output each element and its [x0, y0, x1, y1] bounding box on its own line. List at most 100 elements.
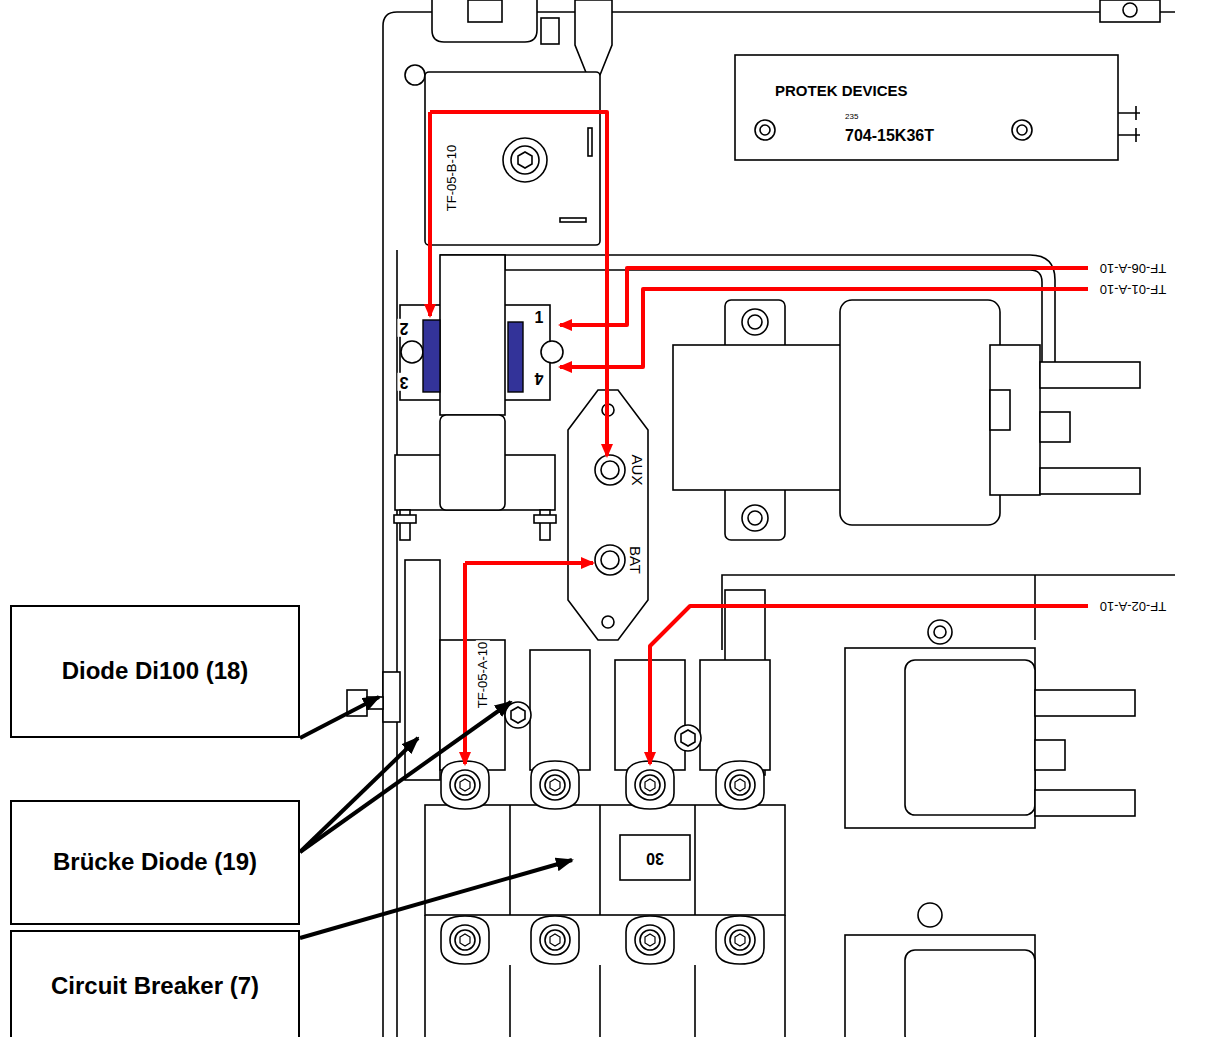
relay [1040, 362, 1140, 388]
callout-box: Brücke Diode (19) [10, 800, 300, 925]
part-number: 704-15K36T [845, 127, 934, 145]
protection-module [1017, 125, 1027, 135]
relay [748, 511, 762, 525]
circuit-breaker [626, 916, 674, 964]
maker-name: PROTEK DEVICES [775, 83, 908, 100]
diode-bridge-terminals [423, 320, 440, 392]
housing [396, 250, 398, 1037]
housing [405, 65, 425, 85]
leader-line [300, 697, 572, 938]
pin-number: 3 [398, 373, 411, 391]
callout-text: Diode Di100 (18) [62, 657, 249, 686]
diode-bridge [700, 660, 770, 770]
circuit-breaker [441, 916, 489, 964]
protection-module [735, 55, 1140, 160]
callout-box: Circuit Breaker (7) [10, 930, 300, 1037]
callout-text: Circuit Breaker (7) [51, 972, 259, 1001]
relay [673, 345, 858, 490]
leader-line [300, 738, 418, 852]
diode-bridge-terminals [508, 322, 523, 392]
circuit-breaker [510, 805, 695, 915]
relay [673, 300, 1140, 540]
relay [990, 390, 1010, 430]
top-fittings [432, 0, 537, 42]
relay [918, 903, 942, 927]
leader-line [300, 860, 572, 938]
protection-module [760, 125, 770, 135]
bracket [440, 255, 505, 415]
bracket [394, 515, 416, 523]
protection-module [1012, 120, 1032, 140]
relay [1035, 690, 1135, 716]
relay [722, 575, 1175, 1037]
wire-label: TF-01-A-10 [1098, 282, 1168, 296]
wire-label: TF-06-A-10 [1098, 261, 1168, 275]
wire [428, 112, 432, 316]
wire [560, 268, 1088, 325]
relay [845, 648, 1035, 828]
circuit-breaker [425, 915, 785, 1037]
rectifier-block [511, 146, 539, 174]
circuit-breaker [425, 805, 785, 915]
relay [905, 950, 1035, 1037]
relay [990, 345, 1040, 495]
relay [840, 300, 1000, 525]
top-fittings [1123, 3, 1137, 17]
pin-number: 4 [533, 369, 546, 387]
circuit-breaker [425, 761, 785, 1037]
bracket [401, 341, 423, 363]
relay [722, 575, 1175, 650]
diode-bridge [511, 707, 525, 723]
terminal-name: AUX [629, 453, 646, 488]
part-code: 235 [845, 113, 858, 122]
rectifier-block [518, 152, 532, 168]
relay [934, 626, 946, 638]
bracket [394, 255, 1055, 540]
wire [465, 561, 593, 565]
bracket [541, 341, 563, 363]
fuse-holder [595, 455, 625, 485]
relay [742, 505, 768, 531]
diode-bridge [530, 650, 590, 770]
wire-label: TF-02-A-10 [1098, 599, 1168, 613]
relay [905, 660, 1035, 815]
rectifier-block [588, 128, 592, 156]
rectifier-block [503, 138, 547, 182]
diode [347, 672, 400, 722]
diode-bridge-terminals [423, 320, 523, 392]
fuse-holder [601, 461, 619, 479]
wire-label: TF-05-A-10 [476, 640, 490, 710]
relay [1040, 412, 1070, 442]
diode-bridge [405, 560, 770, 780]
relay [928, 620, 952, 644]
circuit-breaker [716, 761, 764, 809]
callout-box: Diode Di100 (18) [10, 605, 300, 738]
wire [430, 112, 1088, 764]
circuit-breaker [626, 761, 674, 809]
diode [383, 672, 400, 722]
relay [845, 935, 1035, 1037]
diode-bridge [440, 640, 505, 770]
top-fittings [541, 18, 559, 44]
circuit-breaker [620, 835, 690, 880]
circuit-breaker [531, 761, 579, 809]
protection-module [1118, 106, 1140, 142]
pin-number: 1 [533, 309, 546, 327]
circuit-breaker [441, 761, 489, 809]
rating-number: 30 [644, 849, 666, 867]
rectifier-block [425, 72, 600, 245]
leader-line [300, 697, 379, 738]
fuse-holder [602, 616, 614, 628]
relay [748, 315, 762, 329]
bracket [440, 415, 505, 510]
relay [1035, 740, 1065, 770]
relay [1040, 468, 1140, 494]
housing [383, 12, 1175, 1037]
rectifier-block [425, 72, 600, 245]
protection-module [755, 120, 775, 140]
fuse-holder [601, 551, 619, 569]
wire [650, 606, 1088, 764]
rectifier-block [560, 218, 586, 222]
diode-bridge [681, 730, 695, 746]
protection-module [735, 55, 1118, 160]
